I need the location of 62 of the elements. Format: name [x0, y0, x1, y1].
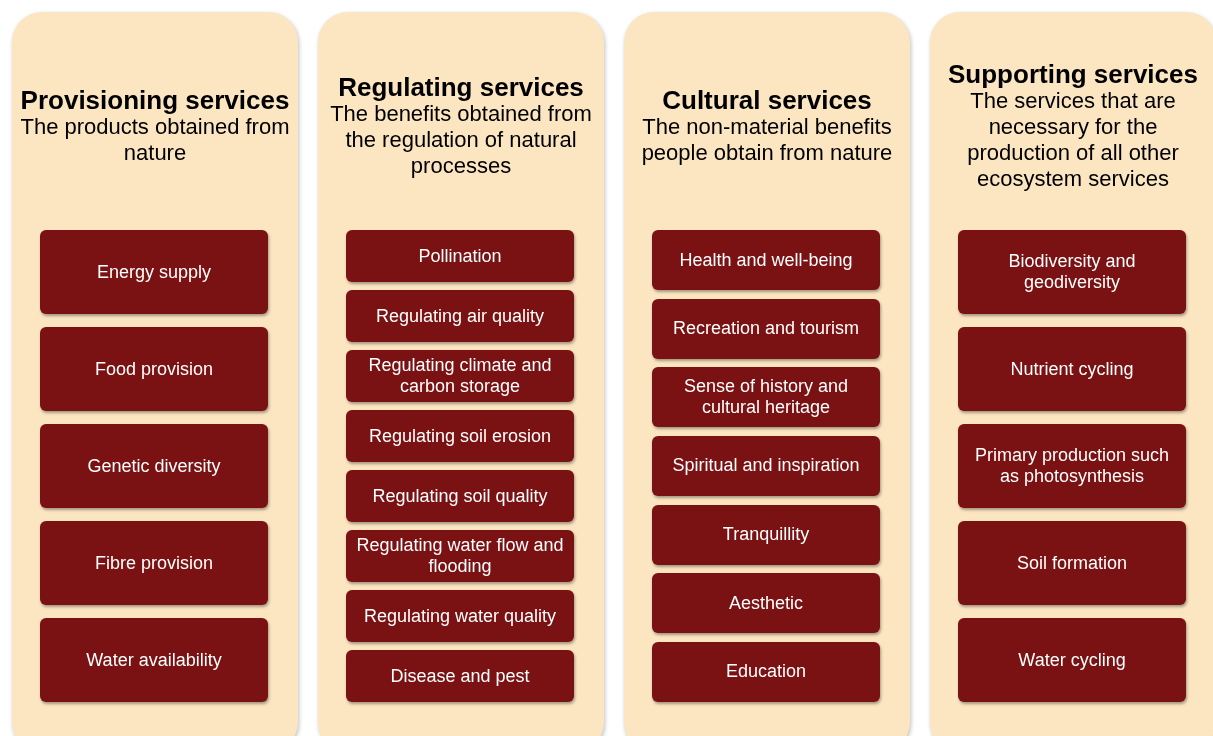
service-box [346, 530, 574, 582]
service-label: Regulating air quality [375, 305, 545, 327]
service-box [958, 230, 1186, 314]
service-label: Regulating water quality [363, 605, 557, 627]
service-box [346, 290, 574, 342]
column-panel [930, 12, 1213, 736]
service-label: Aesthetic [728, 592, 803, 614]
service-label: Regulating climate and carbon storage [367, 355, 553, 397]
service-box [346, 230, 574, 282]
service-label: Fibre provision [94, 552, 213, 574]
service-box [958, 327, 1186, 411]
service-label: Soil formation [1016, 552, 1128, 574]
service-box [346, 470, 574, 522]
column-panel [12, 12, 298, 736]
service-box [958, 618, 1186, 702]
service-box [40, 424, 268, 508]
service-box [652, 504, 880, 565]
service-label: Genetic diversity [87, 455, 221, 477]
service-label: Spiritual and inspiration [672, 455, 860, 477]
service-label: Water availability [86, 649, 222, 671]
service-label: Food provision [94, 358, 214, 380]
service-box [652, 641, 880, 702]
service-label: Regulating soil erosion [368, 425, 552, 447]
service-box [346, 650, 574, 702]
column-heading: Cultural services [662, 86, 872, 114]
service-box [652, 298, 880, 359]
service-box [652, 230, 880, 290]
service-label: Disease and pest [390, 665, 530, 687]
service-box [652, 435, 880, 496]
service-label: Recreation and tourism [672, 318, 860, 340]
service-label: Education [725, 661, 807, 683]
column-heading: Regulating services [338, 73, 584, 101]
service-label: Pollination [418, 245, 502, 267]
service-box [958, 424, 1186, 508]
service-box [40, 327, 268, 411]
service-box [40, 521, 268, 605]
service-label: Primary production such as photosynthesis [973, 445, 1171, 487]
service-label: Regulating soil quality [372, 485, 548, 507]
service-box [652, 367, 880, 428]
service-label: Sense of history and cultural heritage [682, 376, 850, 419]
column-description: The products obtained from nature [19, 113, 291, 166]
service-box [346, 410, 574, 462]
column-description: The benefits obtained from the regulation of natural processes [329, 100, 593, 179]
service-box [40, 618, 268, 702]
service-label: Regulating water flow and flooding [355, 535, 565, 577]
service-label: Water cycling [1018, 649, 1126, 671]
service-label: Nutrient cycling [1010, 358, 1134, 380]
service-label: Tranquillity [722, 524, 810, 546]
column-heading: Supporting services [948, 60, 1198, 88]
service-box [958, 521, 1186, 605]
service-box [652, 573, 880, 634]
service-label: Energy supply [96, 261, 212, 283]
column-panel [624, 12, 910, 736]
service-box [346, 350, 574, 402]
column-heading: Provisioning services [20, 86, 290, 114]
column-description: The non-material benefits people obtain from nature [640, 113, 894, 166]
column-description: The services that are necessary for the production of all other ecosystem services [967, 87, 1180, 192]
service-label: Biodiversity and geodiversity [1007, 251, 1137, 293]
service-box [346, 590, 574, 642]
column-panel [318, 12, 604, 736]
service-box [40, 230, 268, 314]
service-label: Health and well-being [679, 249, 853, 271]
